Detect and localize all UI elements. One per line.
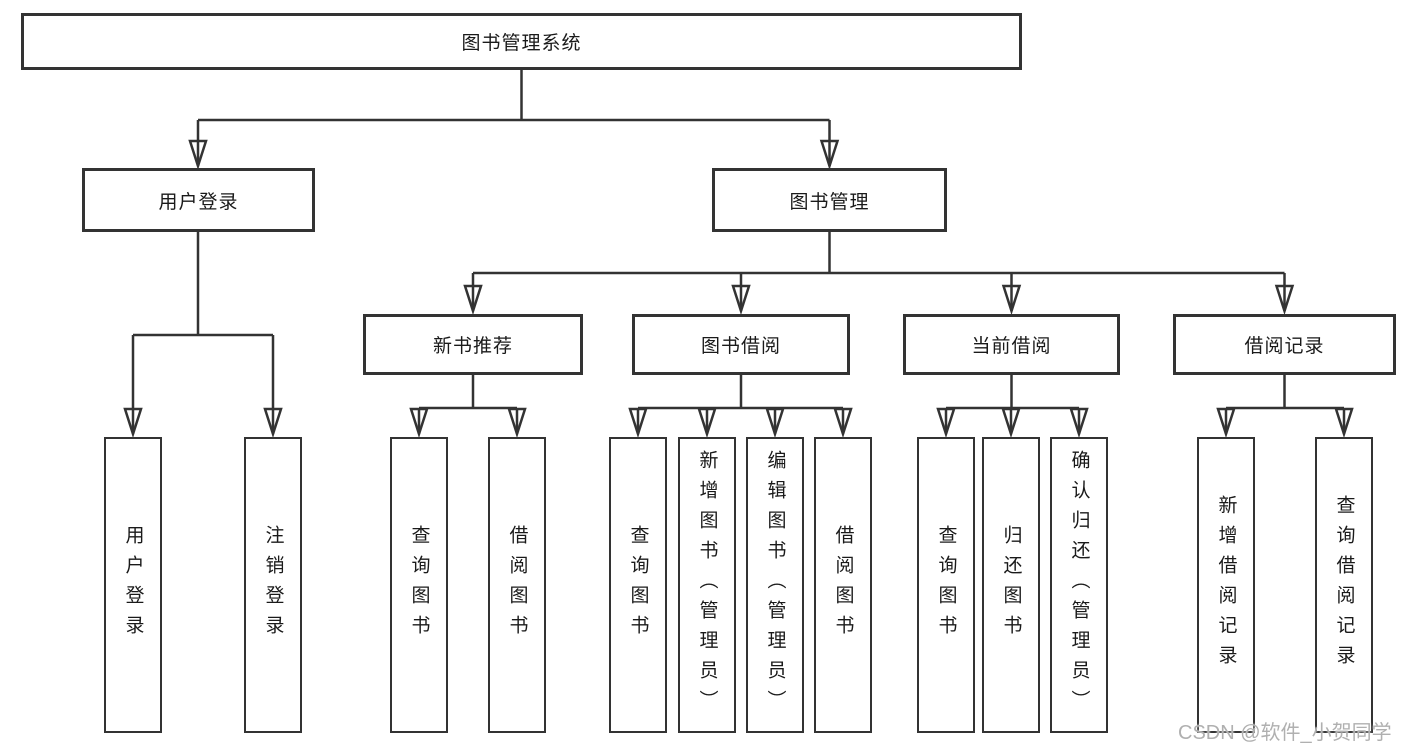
leaf-cb-return-books: 归还图书 <box>982 437 1040 733</box>
leaf-nb-query-books: 查询图书 <box>390 437 448 733</box>
node-root-system: 图书管理系统 <box>21 13 1022 70</box>
leaf-bb-query-books: 查询图书 <box>609 437 667 733</box>
leaf-logout: 注销登录 <box>244 437 302 733</box>
connector-book-borrow-branch <box>628 375 853 439</box>
leaf-br-add-record: 新增借阅记录 <box>1197 437 1255 733</box>
leaf-br-query-record: 查询借阅记录 <box>1315 437 1373 733</box>
node-current-borrow: 当前借阅 <box>903 314 1120 375</box>
leaf-user-login: 用户登录 <box>104 437 162 733</box>
leaf-nb-borrow-books: 借阅图书 <box>488 437 546 733</box>
connector-current-borrow-branch <box>936 375 1089 439</box>
leaf-bb-edit-books-admin: 编辑图书（管理员） <box>746 437 804 733</box>
node-book-management: 图书管理 <box>712 168 947 232</box>
csdn-watermark: CSDN @软件_小贺同学 <box>1178 722 1392 744</box>
node-borrow-records: 借阅记录 <box>1173 314 1396 375</box>
connector-root-to-level2 <box>188 70 840 171</box>
leaf-bb-add-books-admin: 新增图书（管理员） <box>678 437 736 733</box>
leaf-cb-query-books: 查询图书 <box>917 437 975 733</box>
leaf-bb-borrow-books: 借阅图书 <box>814 437 872 733</box>
connector-user-login-branch <box>123 232 283 439</box>
connector-book-management-branch <box>463 232 1295 316</box>
node-user-login: 用户登录 <box>82 168 315 232</box>
node-book-borrow: 图书借阅 <box>632 314 850 375</box>
leaf-cb-confirm-return-admin: 确认归还（管理员） <box>1050 437 1108 733</box>
node-new-book-recommend: 新书推荐 <box>363 314 583 375</box>
connector-new-book-recommend-branch <box>409 375 527 439</box>
connector-borrow-records-branch <box>1216 375 1354 439</box>
